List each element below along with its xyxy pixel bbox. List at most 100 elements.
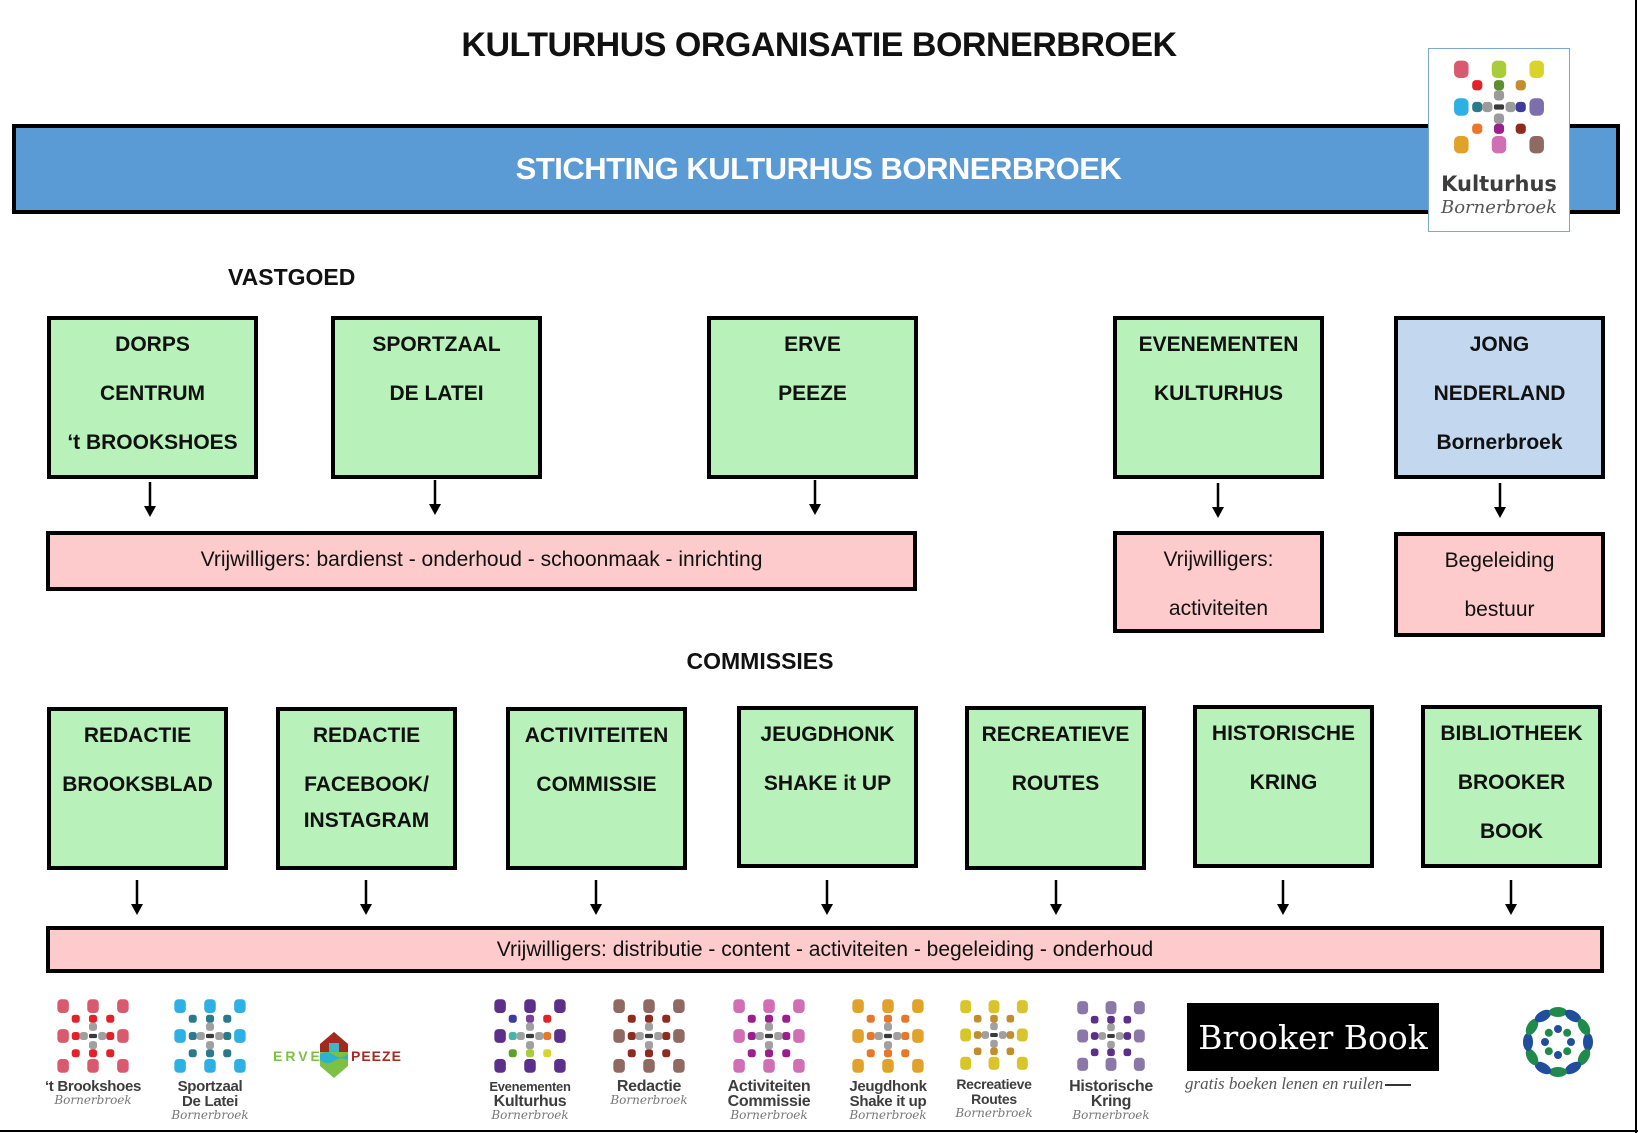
logo-dot-core — [883, 1033, 893, 1039]
logo-dot-inner — [782, 1031, 791, 1041]
logo-dot-outer — [494, 1059, 506, 1073]
arrow-down-icon — [590, 880, 602, 915]
logo-caption: Evenementen — [489, 1079, 571, 1094]
logo-dot-inner — [901, 1031, 910, 1041]
unit-line: ERVE — [784, 333, 841, 356]
logo-dot-inner — [1493, 123, 1505, 134]
logo-dot-inner — [88, 1014, 98, 1023]
logo-dot-outer — [643, 999, 655, 1013]
commissie-redactie-social: REDACTIE FACEBOOK/ INSTAGRAM — [276, 707, 457, 870]
volunteers-evenementen: Vrijwilligers: activiteiten — [1113, 531, 1324, 633]
logo-recreatieve: Recreatieve Routes Bornerbroek — [942, 998, 1046, 1120]
logo-dot-inner — [1123, 1015, 1132, 1024]
unit-line: KULTURHUS — [1153, 382, 1284, 405]
logo-dot-outer — [988, 1056, 1000, 1070]
volunteers-line: activiteiten — [1168, 597, 1269, 620]
logo-dot-inner — [71, 1031, 80, 1041]
emblem-petal — [1523, 1033, 1533, 1051]
logo-dot-center — [88, 1022, 98, 1031]
logo-dot-inner — [866, 1049, 875, 1058]
logo-dot-center — [755, 1031, 764, 1041]
logo-dot-inner — [782, 1049, 791, 1058]
logo-caption: Commissie — [727, 1093, 811, 1110]
recreatieve-dots-icon — [960, 1000, 1028, 1070]
volunteers-vastgoed-text: Vrijwilligers: bardienst - onderhoud - s… — [200, 548, 763, 571]
emblem-petal — [1549, 1067, 1567, 1077]
logo-dot-center — [1115, 1032, 1124, 1040]
logo-activiteiten: Activiteiten Commissie Bornerbroek — [712, 998, 826, 1122]
logo-dot-outer — [174, 1059, 186, 1073]
logo-dot-center — [88, 1041, 98, 1050]
logo-dot-center — [874, 1031, 883, 1041]
kulturhus-logo-name: Kulturhus — [1441, 172, 1557, 196]
logo-dot-center — [883, 1022, 893, 1031]
logo-historische: Historische Kring Bornerbroek — [1059, 998, 1163, 1122]
logo-subcaption: Bornerbroek — [54, 1093, 132, 1107]
logo-dot-core — [990, 1033, 998, 1037]
brooker-book-title: Brooker Book — [1198, 1017, 1428, 1057]
logo-dot-outer — [117, 1029, 129, 1043]
logo-dot-inner — [508, 1049, 517, 1058]
logo-dot-outer — [57, 1059, 69, 1073]
logo-dot-outer — [234, 1059, 246, 1073]
peeze-text: PEEZE — [351, 1048, 402, 1064]
logo-dot-inner — [644, 1014, 654, 1023]
logo-dot-outer — [1016, 1056, 1028, 1070]
logo-dot-inner — [188, 1031, 197, 1041]
logo-evenementen: Evenementen Kulturhus Bornerbroek — [470, 998, 590, 1122]
logo-dot-outer — [494, 1029, 506, 1043]
evenementen-dots-icon — [494, 999, 566, 1073]
logo-dot-center — [654, 1031, 663, 1041]
emblem-dot — [1563, 1047, 1572, 1056]
logo-dot-inner — [525, 1014, 535, 1023]
unit-line: BOOK — [1480, 820, 1543, 843]
logo-dot-outer — [1133, 1001, 1145, 1015]
kulturhus-logo-subname: Bornerbroek — [1440, 197, 1557, 218]
logo-dot-inner — [901, 1014, 910, 1023]
emblem-dot — [1544, 1047, 1553, 1056]
logo-dot-outer — [793, 1029, 805, 1043]
frame-right-border — [1635, 0, 1637, 1133]
logo-dot-outer — [1105, 1057, 1117, 1071]
logo-subcaption: Bornerbroek — [610, 1093, 688, 1107]
logo-dot-outer — [912, 1029, 924, 1043]
erve-text: ERVE — [273, 1048, 323, 1064]
logo-dot-inner — [1090, 1032, 1099, 1040]
logo-dot-inner — [1090, 1015, 1099, 1024]
logo-dot-outer — [554, 1029, 566, 1043]
logo-dot-outer — [673, 1029, 685, 1043]
logo-dot-center — [774, 1031, 783, 1041]
unit-line: JEUGDHONK — [760, 723, 895, 746]
unit-line: PEEZE — [778, 382, 847, 405]
logo-dot-outer — [1454, 60, 1469, 78]
logo-dot-inner — [205, 1049, 215, 1058]
logo-dot-outer — [793, 999, 805, 1013]
logo-dot-center — [525, 1022, 535, 1031]
logo-caption: Kulturhus — [493, 1093, 567, 1110]
logo-dot-outer — [643, 1059, 655, 1073]
logo-dot-inner — [747, 1049, 756, 1058]
logo-dot-outer — [524, 1059, 536, 1073]
unit-line: JONG — [1469, 333, 1530, 356]
logo-dot-outer — [1454, 98, 1469, 116]
arrow-down-icon — [809, 480, 821, 515]
logo-dot-core — [525, 1033, 535, 1039]
commissie-recreatieve-routes: RECREATIEVE ROUTES — [965, 706, 1146, 870]
logo-dot-inner — [1123, 1048, 1132, 1057]
logo-dot-center — [1493, 90, 1505, 101]
arrow-down-icon — [1494, 483, 1506, 518]
logo-dot-outer — [673, 999, 685, 1013]
unit-line: ACTIVITEITEN — [524, 724, 669, 747]
logo-dot-center — [516, 1031, 525, 1041]
logo-dot-outer — [1077, 1057, 1089, 1071]
logo-dot-center — [764, 1041, 774, 1050]
logo-dot-core — [1493, 104, 1505, 110]
logo-dot-inner — [205, 1014, 215, 1023]
logo-dot-center — [981, 1031, 990, 1039]
emblem-petal — [1564, 1009, 1582, 1023]
logo-dot-outer — [234, 1029, 246, 1043]
logo-dot-inner — [88, 1049, 98, 1058]
volunteers-commissies: Vrijwilligers: distributie - content - a… — [46, 926, 1604, 973]
logo-dot-core — [1107, 1034, 1115, 1038]
